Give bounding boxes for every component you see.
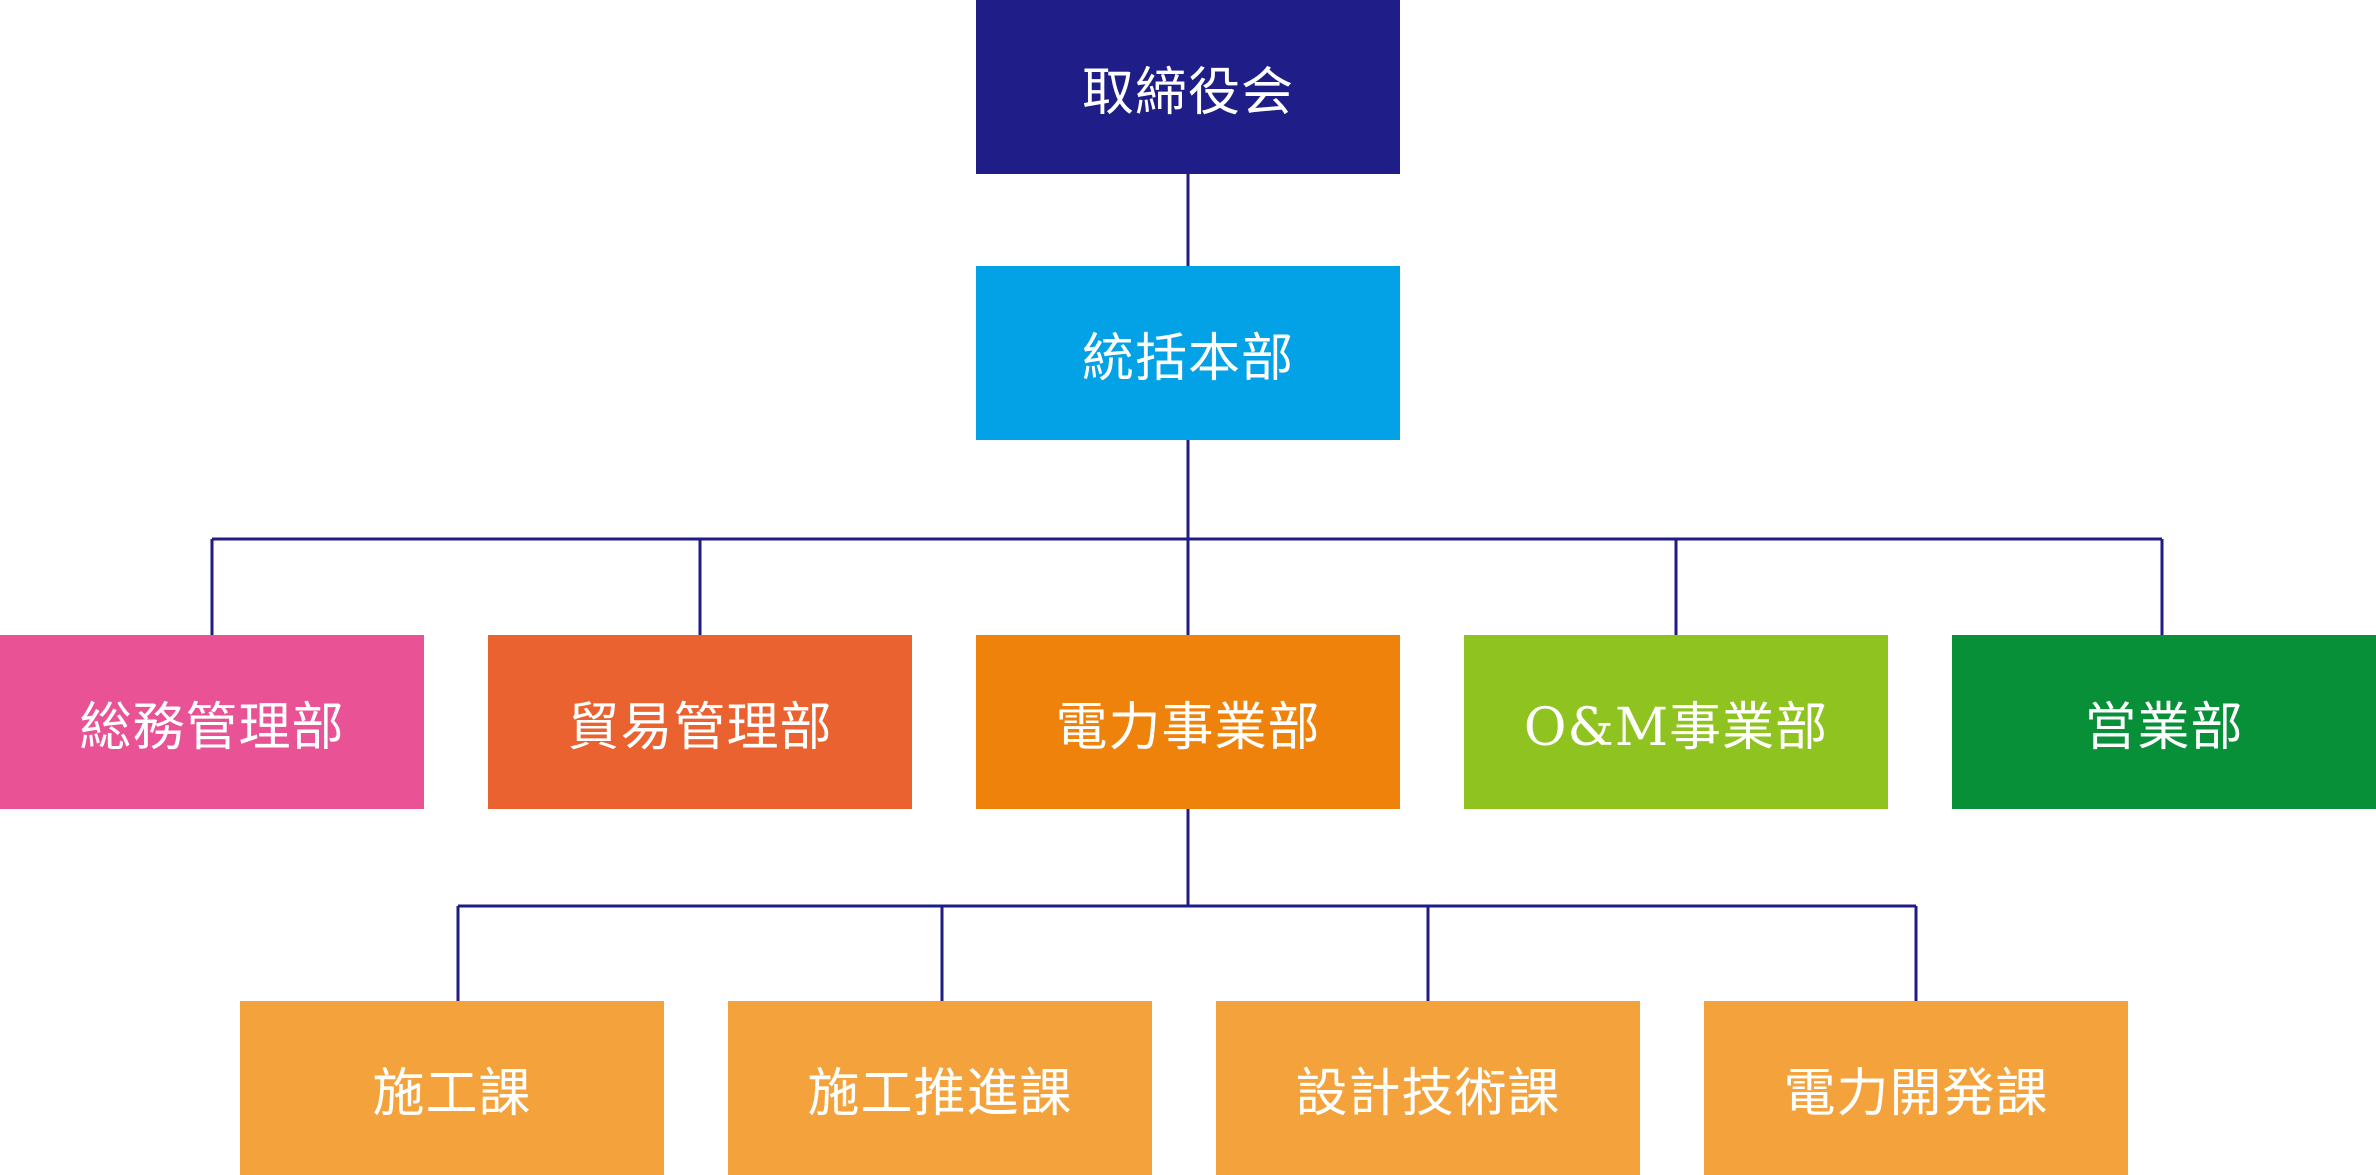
node-construction-promotion-section: 施工推進課 xyxy=(728,1001,1152,1175)
node-label: O&M事業部 xyxy=(1523,697,1829,758)
node-om-business-department: O&M事業部 xyxy=(1464,635,1888,809)
node-trade-management-department: 貿易管理部 xyxy=(488,635,912,809)
node-label: 電力開発課 xyxy=(1783,1063,2049,1124)
node-power-development-section: 電力開発課 xyxy=(1704,1001,2128,1175)
node-label: 施工課 xyxy=(372,1063,532,1124)
node-general-affairs-department: 総務管理部 xyxy=(0,635,424,809)
node-sales-department: 営業部 xyxy=(1952,635,2376,809)
node-label: 貿易管理部 xyxy=(567,697,833,758)
node-label: 施工推進課 xyxy=(807,1063,1073,1124)
node-label: 営業部 xyxy=(2084,697,2244,758)
node-construction-section: 施工課 xyxy=(240,1001,664,1175)
node-label: 取締役会 xyxy=(1081,62,1294,123)
node-headquarters: 統括本部 xyxy=(976,266,1400,440)
node-power-business-department: 電力事業部 xyxy=(976,635,1400,809)
node-label: 統括本部 xyxy=(1081,328,1294,389)
node-label: 電力事業部 xyxy=(1055,697,1321,758)
node-label: 総務管理部 xyxy=(79,697,345,758)
node-design-technology-section: 設計技術課 xyxy=(1216,1001,1640,1175)
node-label: 設計技術課 xyxy=(1295,1063,1561,1124)
node-board-of-directors: 取締役会 xyxy=(976,0,1400,174)
